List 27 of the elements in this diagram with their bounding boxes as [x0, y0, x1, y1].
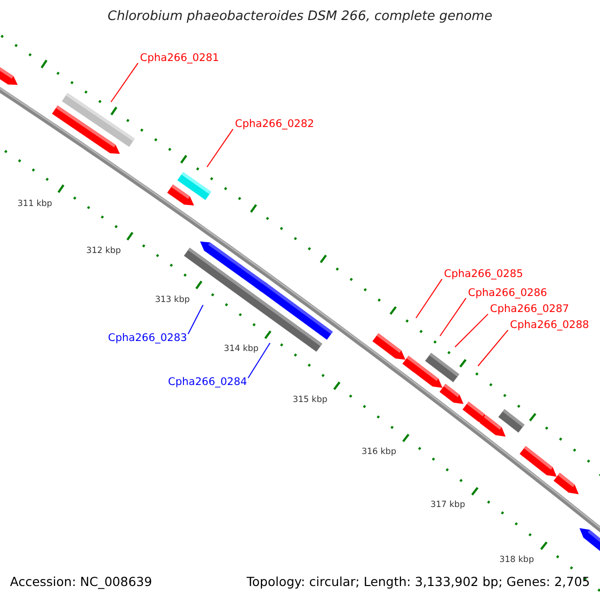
gene-label: Cpha266_0287 [490, 303, 570, 316]
scale-label: 312 kbp [86, 246, 121, 257]
leader-line [110, 62, 138, 102]
gene-label: Cpha266_0288 [510, 319, 590, 332]
scale-label: 314 kbp [224, 345, 259, 356]
gene-label: Cpha266_0281 [140, 52, 220, 64]
gene-label: Cpha266_0285 [444, 268, 524, 280]
diagram-title: Chlorobium phaeobacteroides DSM 266, complete genome [106, 10, 494, 25]
leader-line [416, 278, 442, 318]
leader-line [206, 128, 234, 168]
leader-line [188, 304, 204, 334]
gene-label: Cpha266_0284 [168, 376, 248, 388]
scale-label: 313 kbp [155, 296, 190, 306]
leader-line [478, 330, 508, 366]
scale-label: 318 kbp [499, 556, 534, 566]
gene-label: Cpha266_0286 [468, 287, 548, 300]
leader-line [248, 342, 270, 378]
leader-line [454, 314, 488, 348]
scale-label: 316 kbp [362, 448, 396, 458]
scale-label: 315 kbp [292, 396, 328, 406]
leader-line [440, 298, 466, 336]
footer-text: Topology: circular; Length: 3,133,902 bp; Genes: 2,705 [246, 575, 590, 590]
gene-label: Cpha266_0283 [108, 332, 188, 344]
gene-label: Cpha266_0282 [235, 118, 314, 130]
footer-text: Accession: NC_008639 [10, 575, 152, 590]
scale-label: 317 kbp [430, 501, 466, 512]
scale-label: 311 kbp [18, 200, 52, 210]
